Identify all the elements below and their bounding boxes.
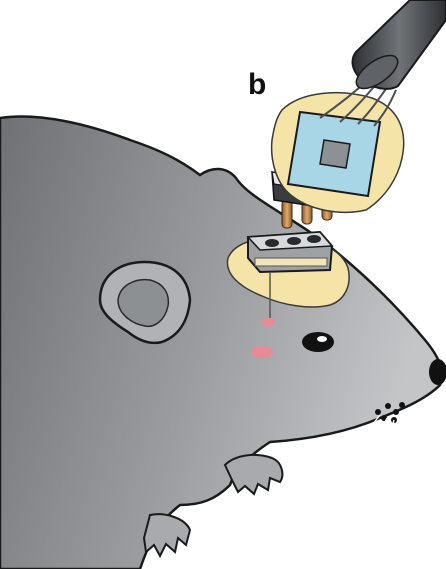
implanted-connector bbox=[248, 232, 332, 272]
rat-eye-highlight bbox=[317, 336, 327, 342]
rat-front-paw bbox=[225, 455, 282, 494]
rat-lower-paw bbox=[144, 514, 190, 556]
rat-eye bbox=[302, 332, 334, 352]
panel-label: b bbox=[248, 70, 266, 100]
chip-die bbox=[320, 140, 350, 168]
